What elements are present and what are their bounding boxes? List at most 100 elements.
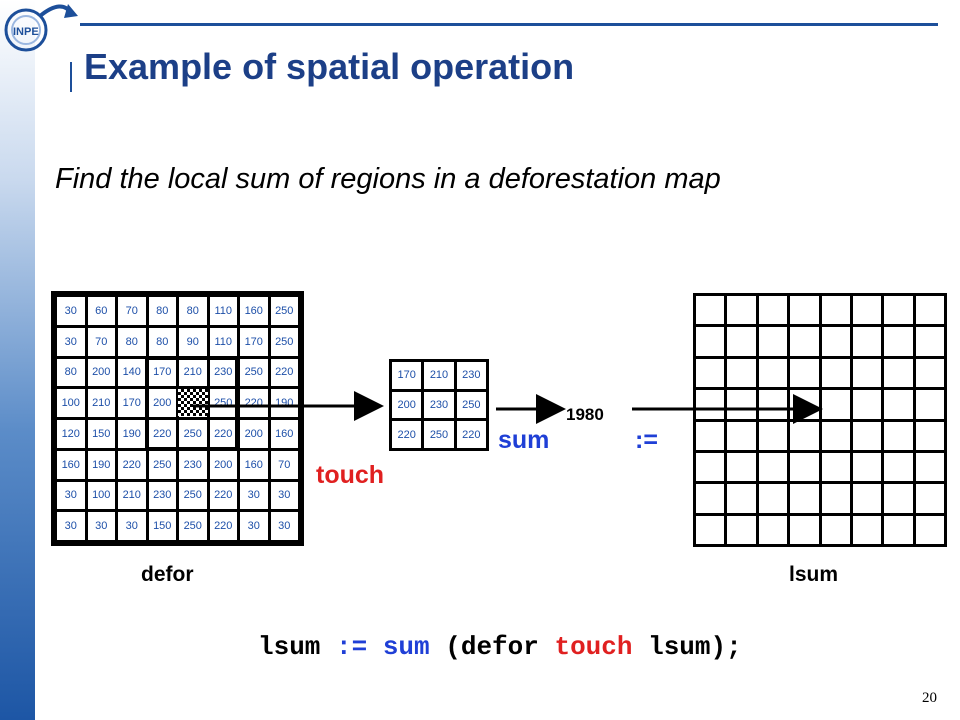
assign-label: :=	[635, 426, 658, 454]
defor-cell: 200	[209, 450, 237, 479]
lsum-cell	[758, 358, 788, 388]
neighborhood-cell: 250	[456, 391, 486, 419]
defor-cell: 200	[148, 389, 176, 417]
neighborhood-highlight	[145, 356, 239, 451]
lsum-cell	[790, 515, 819, 544]
center-cell-marker	[178, 389, 208, 416]
neighborhood-cell: 170	[392, 362, 422, 389]
lsum-cell	[821, 296, 850, 325]
lsum-cell	[696, 484, 725, 513]
title-rule	[80, 23, 938, 26]
lsum-cell	[758, 484, 788, 513]
lsum-cell	[884, 421, 913, 450]
lsum-cell	[727, 515, 756, 544]
sum-label: sum	[498, 426, 550, 454]
lsum-cell	[758, 327, 788, 356]
neighborhood-cell: 250	[424, 421, 454, 448]
defor-cell: 110	[209, 297, 237, 325]
defor-cell: 250	[179, 420, 207, 448]
defor-cell: 30	[57, 327, 85, 356]
neighborhood-cell: 200	[392, 391, 422, 419]
defor-cell: 230	[209, 358, 237, 387]
defor-cell: 30	[240, 512, 268, 540]
lsum-cell	[915, 390, 944, 419]
lsum-cell	[727, 421, 756, 450]
lsum-cell	[915, 515, 944, 544]
slide-title: Example of spatial operation	[84, 46, 575, 87]
lsum-label: lsum	[789, 563, 839, 586]
defor-cell: 80	[118, 327, 146, 356]
defor-cell: 80	[148, 297, 176, 325]
lsum-cell	[696, 452, 725, 482]
defor-cell: 80	[179, 297, 207, 325]
lsum-cell	[852, 296, 882, 325]
lsum-cell	[758, 390, 788, 419]
defor-cell: 190	[270, 389, 298, 417]
defor-cell: 70	[118, 297, 146, 325]
defor-cell: 30	[57, 297, 85, 325]
defor-cell: 250	[270, 327, 298, 356]
lsum-cell	[727, 484, 756, 513]
defor-cell: 30	[57, 481, 85, 510]
defor-cell: 100	[87, 481, 115, 510]
defor-cell: 160	[57, 450, 85, 479]
result-value: 1980	[566, 405, 604, 424]
page-number: 20	[922, 690, 937, 706]
defor-cell: 170	[118, 389, 146, 417]
code-open: (defor	[445, 632, 555, 662]
defor-cell: 110	[209, 327, 237, 356]
defor-label: defor	[141, 563, 194, 586]
lsum-cell	[696, 296, 725, 325]
lsum-result-cell	[821, 390, 850, 419]
sidebar-gradient	[0, 0, 35, 720]
defor-cell: 60	[87, 297, 115, 325]
lsum-cell	[852, 484, 882, 513]
defor-cell: 220	[209, 420, 237, 448]
lsum-cell	[696, 515, 725, 544]
lsum-cell	[884, 484, 913, 513]
defor-cell: 200	[240, 420, 268, 448]
defor-cell: 150	[148, 512, 176, 540]
neighborhood-cell: 230	[424, 391, 454, 419]
lsum-cell	[727, 296, 756, 325]
code-assign: :=	[336, 632, 383, 662]
logo-text: INPE	[13, 26, 39, 38]
title-accent	[70, 62, 72, 92]
lsum-cell	[884, 515, 913, 544]
lsum-cell	[696, 421, 725, 450]
defor-cell: 170	[148, 358, 176, 387]
defor-cell: 220	[270, 358, 298, 387]
lsum-cell	[790, 452, 819, 482]
defor-cell: 30	[270, 512, 298, 540]
defor-cell: 70	[87, 327, 115, 356]
lsum-cell	[821, 421, 850, 450]
lsum-cell	[852, 390, 882, 419]
defor-cell: 230	[148, 481, 176, 510]
lsum-cell	[727, 358, 756, 388]
lsum-cell	[915, 296, 944, 325]
lsum-cell	[852, 358, 882, 388]
defor-cell: 170	[240, 327, 268, 356]
lsum-cell	[884, 327, 913, 356]
neighborhood-cell: 220	[392, 421, 422, 448]
defor-cell: 100	[57, 389, 85, 417]
defor-cell: 250	[179, 481, 207, 510]
defor-cell: 30	[240, 481, 268, 510]
code-sum: sum	[382, 632, 446, 662]
lsum-cell	[790, 484, 819, 513]
lsum-cell	[758, 421, 788, 450]
lsum-cell	[727, 327, 756, 356]
lsum-cell	[852, 421, 882, 450]
lsum-cell	[821, 452, 850, 482]
defor-cell: 190	[87, 450, 115, 479]
defor-cell: 220	[209, 512, 237, 540]
lsum-cell	[884, 452, 913, 482]
lsum-cell	[758, 515, 788, 544]
neighborhood-cell: 220	[456, 421, 486, 448]
defor-cell: 250	[148, 450, 176, 479]
lsum-cell	[790, 358, 819, 388]
defor-cell: 250	[270, 297, 298, 325]
defor-cell: 200	[87, 358, 115, 387]
defor-cell: 160	[240, 297, 268, 325]
